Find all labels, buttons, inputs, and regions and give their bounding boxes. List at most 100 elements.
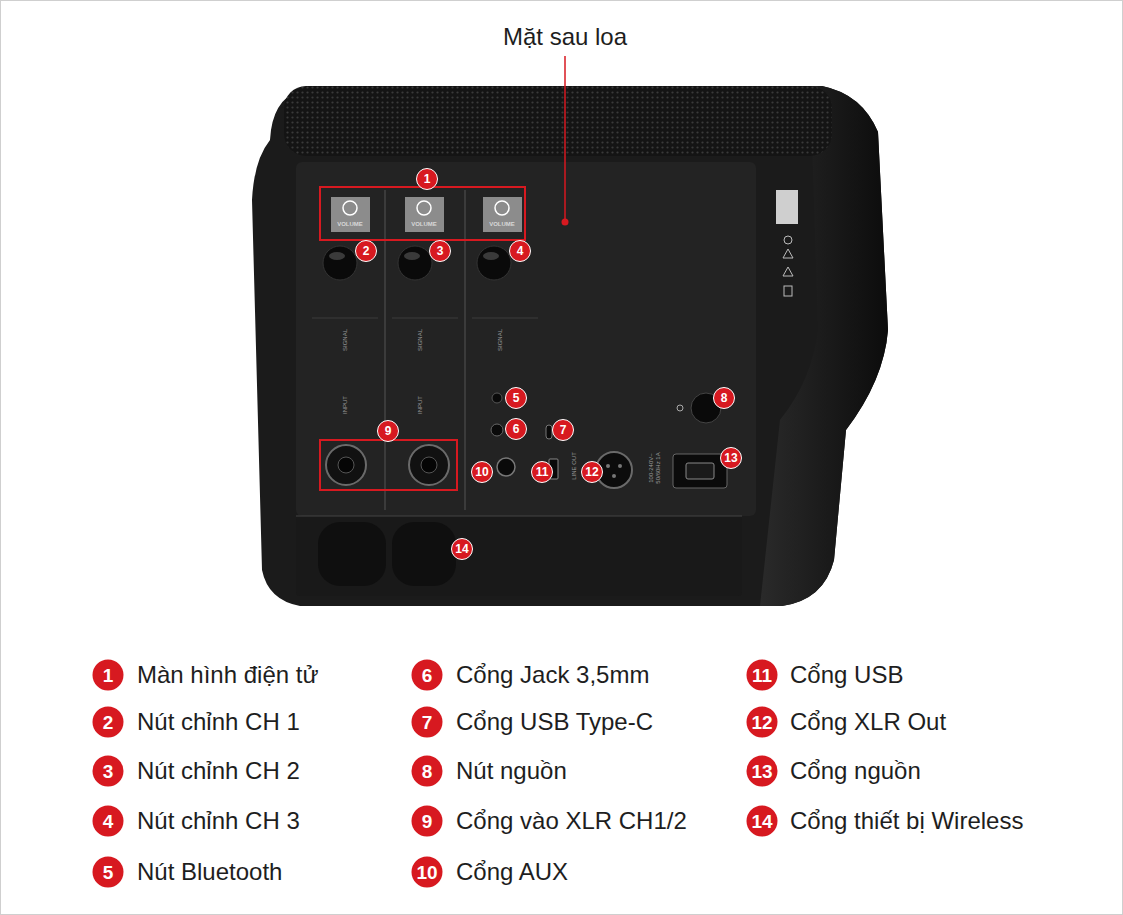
callout-number: 6 — [505, 418, 527, 440]
callout-number: 4 — [93, 806, 124, 837]
screen-ring — [343, 201, 357, 215]
screen-text: VOLUME — [489, 221, 515, 227]
leader-line — [564, 56, 566, 220]
part-name: Nút Bluetooth — [137, 860, 282, 884]
callout-number: 4 — [509, 240, 531, 262]
screen — [483, 197, 522, 232]
knob — [323, 246, 357, 280]
part-name: Cổng USB Type-C — [456, 710, 653, 734]
knob — [477, 246, 511, 280]
part-name: Cổng thiết bị Wireless — [790, 809, 1023, 833]
part-name: Nút chỉnh CH 3 — [137, 809, 300, 833]
speaker-side — [760, 86, 888, 606]
panel-marking: INPUT — [417, 396, 423, 414]
power-symbol — [677, 405, 683, 411]
panel-marking: SIGNAL — [417, 329, 423, 351]
leader-dot — [562, 219, 569, 226]
channel-divider — [465, 190, 466, 510]
part-name: Màn hình điện tử — [137, 663, 319, 687]
wireless-slot — [318, 522, 386, 586]
callout-number: 10 — [412, 857, 443, 888]
channel-rule — [392, 318, 458, 319]
port-marking: LINE OUT — [571, 452, 577, 480]
part-name: Nút chỉnh CH 2 — [137, 759, 300, 783]
xlr-jack-core — [421, 457, 437, 473]
channel-rule — [312, 318, 378, 319]
panel-marking: SIGNAL — [497, 329, 503, 351]
power-rating: 100-240V~ 50/60Hz 1A — [648, 446, 662, 490]
callout-number: 12 — [747, 707, 778, 738]
bottom-strip — [296, 516, 742, 596]
callout-number: 9 — [377, 420, 399, 442]
callout-number: 6 — [412, 660, 443, 691]
bluetooth-button — [492, 393, 502, 403]
callout-number: 11 — [531, 461, 553, 483]
callout-number: 14 — [451, 538, 473, 560]
xlr-pin — [606, 464, 610, 468]
callout-number: 5 — [505, 387, 527, 409]
callout-number: 3 — [93, 756, 124, 787]
panel-marking: SIGNAL — [342, 329, 348, 351]
screen-text: VOLUME — [337, 221, 363, 227]
callout-number: 14 — [747, 806, 778, 837]
xlr-pin — [612, 474, 616, 478]
callout-number: 7 — [552, 419, 574, 441]
xlr-jack — [409, 445, 449, 485]
part-name: Cổng USB — [790, 663, 903, 687]
warning-icon — [783, 267, 793, 276]
callout-number: 5 — [93, 857, 124, 888]
callout-number: 1 — [416, 168, 438, 190]
callout-number: 2 — [93, 707, 124, 738]
callout-number: 2 — [355, 240, 377, 262]
power-inlet-core — [686, 463, 714, 479]
part-name: Cổng nguồn — [790, 759, 921, 783]
mini-jack — [491, 424, 503, 436]
xlr-pin — [618, 464, 622, 468]
callout-number: 13 — [720, 447, 742, 469]
control-panel — [296, 162, 756, 516]
callout-number: 13 — [747, 756, 778, 787]
highlight-box — [320, 440, 457, 490]
power-inlet — [673, 454, 727, 488]
screen-text: VOLUME — [411, 221, 437, 227]
knob — [398, 246, 432, 280]
speaker-grille — [284, 86, 832, 156]
callout-number: 10 — [471, 461, 493, 483]
weee-icon — [784, 286, 792, 296]
knob-highlight — [483, 252, 499, 260]
channel-rule — [472, 318, 538, 319]
screen-ring — [495, 201, 509, 215]
panel-edge — [296, 516, 742, 517]
rating-label — [776, 190, 798, 224]
reg-icon — [784, 236, 792, 244]
part-name: Cổng Jack 3,5mm — [456, 663, 649, 687]
callout-number: 9 — [412, 806, 443, 837]
screen — [405, 197, 444, 232]
xlr-jack — [326, 445, 366, 485]
screen — [331, 197, 370, 232]
title: Mặt sau loa — [503, 25, 627, 49]
part-name: Nút nguồn — [456, 759, 567, 783]
callout-number: 12 — [581, 461, 603, 483]
callout-number: 7 — [412, 707, 443, 738]
panel-marking: INPUT — [342, 396, 348, 414]
speaker-body — [252, 86, 888, 606]
knob-highlight — [404, 252, 420, 260]
xlr-jack-core — [338, 457, 354, 473]
part-name: Cổng vào XLR CH1/2 — [456, 809, 687, 833]
part-name: Nút chỉnh CH 1 — [137, 710, 300, 734]
part-name: Cổng XLR Out — [790, 710, 946, 734]
wireless-slot — [392, 522, 456, 586]
warning-icon — [783, 249, 793, 258]
usb-c-port — [546, 425, 552, 439]
screen-ring — [417, 201, 431, 215]
part-name: Cổng AUX — [456, 860, 568, 884]
callout-number: 8 — [713, 387, 735, 409]
knob-highlight — [329, 252, 345, 260]
callout-number: 1 — [93, 660, 124, 691]
highlight-box — [320, 187, 525, 240]
callout-number: 3 — [429, 240, 451, 262]
callout-number: 8 — [412, 756, 443, 787]
aux-jack — [497, 458, 515, 476]
